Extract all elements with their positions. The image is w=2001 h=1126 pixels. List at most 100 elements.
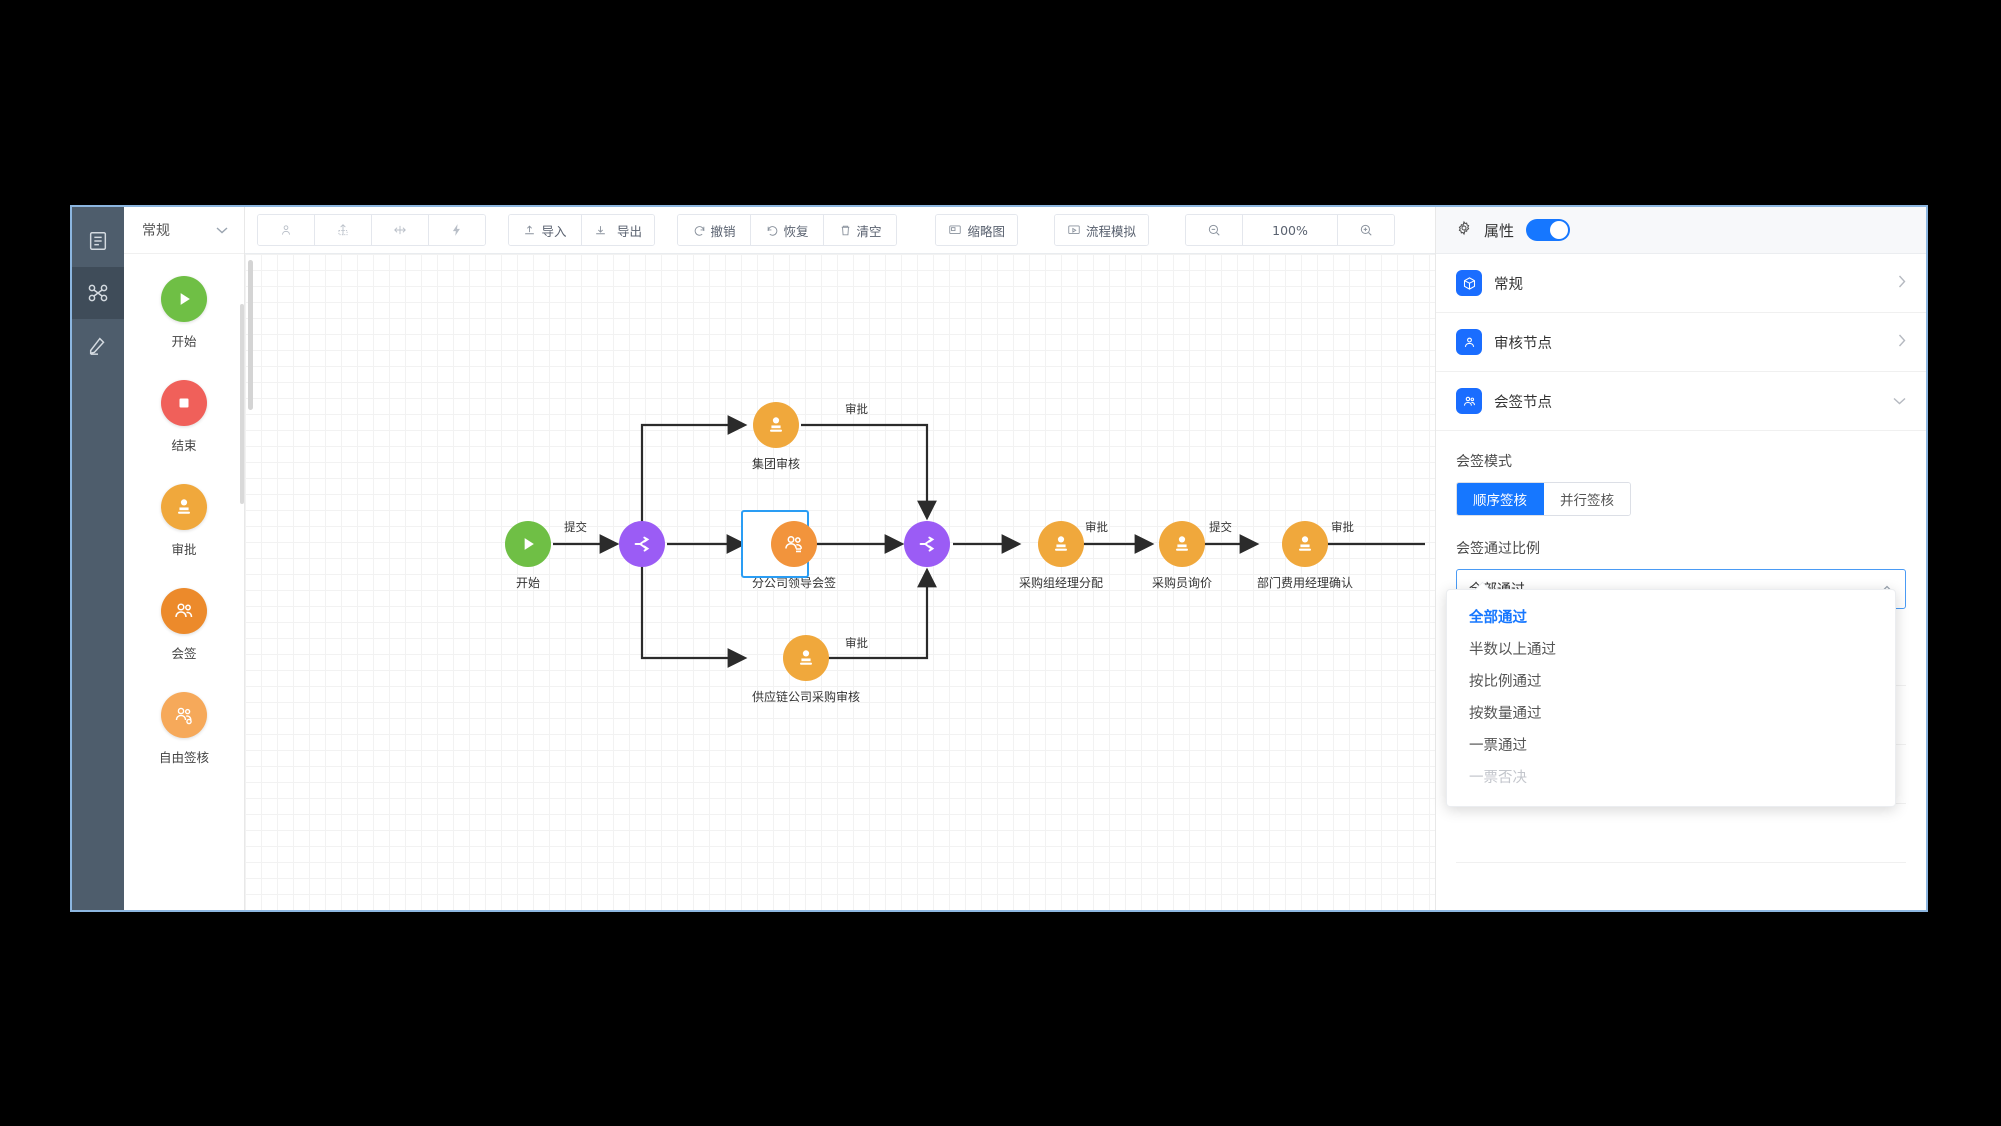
free-sign-icon — [161, 692, 207, 738]
palette-items: 开始 结束 审批 — [124, 254, 244, 910]
approve-icon — [1038, 521, 1084, 567]
node-pm-assign[interactable]: 采购组经理分配 — [1019, 521, 1103, 591]
flow-icon — [86, 281, 110, 305]
canvas-grid — [245, 254, 1435, 910]
node-label: 采购员询价 — [1152, 576, 1213, 590]
undo-icon — [694, 225, 704, 236]
lightning-button[interactable] — [429, 215, 485, 245]
import-button[interactable]: 导入 — [509, 215, 582, 245]
palette-item-countersign[interactable]: 会签 — [124, 588, 244, 662]
obscured-row — [1456, 804, 1906, 863]
chevron-down-icon[interactable] — [216, 224, 228, 237]
import-icon — [525, 225, 535, 234]
undo-label: 撤销 — [710, 223, 736, 239]
properties-header: 属性 — [1436, 207, 1926, 254]
rail-item-form[interactable] — [72, 215, 124, 267]
mode-sequential-button[interactable]: 顺序签核 — [1457, 483, 1544, 515]
approve-icon — [1159, 521, 1205, 567]
edge-label: 提交 — [564, 520, 587, 534]
toolbar-group-thumbnail: 缩略图 — [935, 214, 1018, 246]
palette-item-label: 会签 — [171, 646, 197, 661]
zoom-in-button[interactable] — [1338, 215, 1394, 245]
node-buyer-quote[interactable]: 采购员询价 — [1152, 521, 1212, 591]
node-dept-confirm[interactable]: 部门费用经理确认 — [1257, 521, 1353, 591]
dropdown-option[interactable]: 按数量通过 — [1469, 705, 1542, 722]
thumbnail-label: 缩略图 — [967, 223, 1005, 239]
trash-icon — [841, 225, 849, 235]
flow-edges — [553, 415, 1425, 668]
palette-item-end[interactable]: 结束 — [124, 380, 244, 454]
dropdown-option[interactable]: 按比例通过 — [1469, 673, 1542, 690]
dropdown-option[interactable]: 全部通过 — [1469, 609, 1527, 626]
node-supply-audit[interactable]: 供应链公司采购审核 — [752, 635, 860, 705]
node-label: 集团审核 — [752, 457, 801, 471]
prop-section-general[interactable]: 常规 — [1436, 254, 1926, 313]
rail-item-pen[interactable] — [72, 319, 124, 371]
pass-ratio-label: 会签通过比例 — [1456, 541, 1540, 557]
center-button[interactable] — [372, 215, 429, 245]
zoom-out-icon — [1208, 224, 1220, 236]
node-label: 开始 — [515, 576, 540, 590]
palette-scrollbar[interactable] — [240, 304, 244, 504]
simulate-label: 流程模拟 — [1085, 223, 1136, 239]
countersign-mode-segmented: 顺序签核 并行签核 — [1456, 482, 1631, 516]
undo-button[interactable]: 撤销 — [678, 215, 752, 245]
prop-section-label: 审核节点 — [1494, 335, 1552, 352]
node-gateway-1[interactable] — [619, 521, 665, 567]
toolbar-group-history: 撤销 恢复 清空 — [677, 214, 898, 246]
gateway-icon — [619, 521, 665, 567]
palette-item-label: 结束 — [171, 438, 197, 453]
thumbnail-button[interactable]: 缩略图 — [936, 215, 1017, 245]
simulate-button[interactable]: 流程模拟 — [1054, 215, 1148, 245]
prop-section-countersign-node[interactable]: 会签节点 — [1436, 372, 1926, 431]
properties-panel: 属性 常规 审核节点 — [1435, 207, 1926, 910]
rail-item-flow[interactable] — [72, 267, 124, 319]
palette-item-start[interactable]: 开始 — [124, 276, 244, 350]
gateway-icon — [904, 521, 950, 567]
pass-ratio-dropdown: 全部通过 半数以上通过 按比例通过 按数量通过 一票通过 一票否决 — [1446, 589, 1896, 807]
node-label: 采购组经理分配 — [1019, 576, 1104, 590]
canvas-scrollbar[interactable] — [248, 260, 253, 410]
toolbar: 导入 导出 撤销 — [245, 207, 1435, 254]
countersign-icon — [771, 521, 817, 567]
toolbar-group-io: 导入 导出 — [508, 214, 656, 246]
dropdown-option[interactable]: 一票通过 — [1469, 737, 1527, 754]
approve-icon — [1282, 521, 1328, 567]
diagram-canvas[interactable]: 开始 集团审核 — [245, 254, 1435, 910]
export-label-text: 导出 — [617, 223, 643, 239]
palette-group-header[interactable]: 常规 — [124, 207, 244, 254]
node-label: 部门费用经理确认 — [1257, 576, 1354, 590]
node-group-audit[interactable]: 集团审核 — [752, 402, 800, 472]
gear-icon — [1456, 220, 1472, 240]
chevron-right-icon — [1898, 275, 1906, 292]
redo-icon — [767, 225, 777, 236]
approve-icon — [783, 635, 829, 681]
pen-icon — [87, 334, 109, 356]
mode-parallel-button[interactable]: 并行签核 — [1544, 483, 1630, 515]
properties-toggle[interactable] — [1526, 219, 1571, 241]
prop-section-review-node[interactable]: 审核节点 — [1436, 313, 1926, 372]
form-icon — [87, 230, 109, 252]
simulate-icon — [1068, 225, 1080, 234]
toolbar-group-simulate: 流程模拟 — [1053, 214, 1149, 246]
clear-button[interactable]: 清空 — [824, 215, 897, 245]
export-button[interactable]: 导出 — [582, 215, 655, 245]
edge-label: 提交 — [1209, 520, 1232, 534]
properties-title: 属性 — [1484, 221, 1515, 240]
node-start[interactable]: 开始 — [505, 521, 551, 591]
palette-group-label: 常规 — [142, 223, 170, 239]
prop-section-label: 会签节点 — [1494, 394, 1552, 411]
edge-label: 审批 — [1085, 520, 1108, 534]
palette-item-label: 自由签核 — [158, 750, 209, 765]
zoom-out-button[interactable] — [1186, 215, 1243, 245]
palette-item-free-sign[interactable]: 自由签核 — [124, 692, 244, 766]
dropdown-option[interactable]: 半数以上通过 — [1469, 641, 1556, 658]
zoom-level[interactable]: 100% — [1243, 215, 1338, 245]
node-branch-countersign[interactable]: 分公司领导会签 — [741, 510, 836, 591]
node-gateway-2[interactable] — [904, 521, 950, 567]
edge-label: 审批 — [845, 636, 868, 650]
align-button[interactable] — [258, 215, 315, 245]
palette-item-approve[interactable]: 审批 — [124, 484, 244, 558]
redo-button[interactable]: 恢复 — [751, 215, 825, 245]
distribute-button[interactable] — [315, 215, 372, 245]
